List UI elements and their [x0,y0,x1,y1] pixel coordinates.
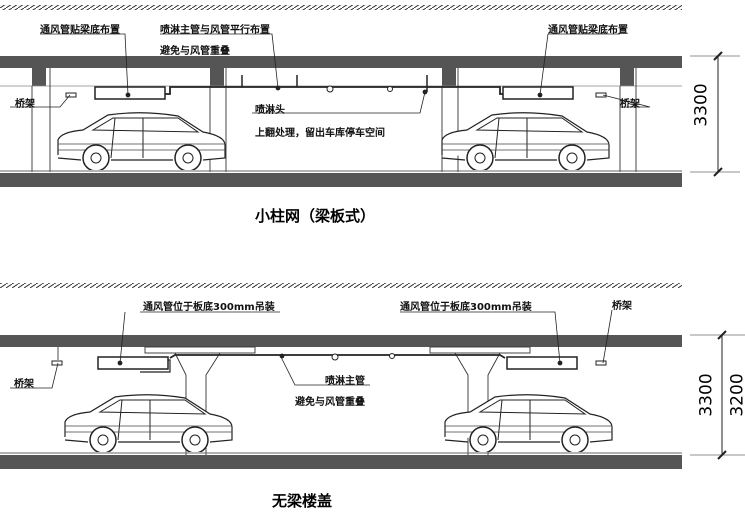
label-avoid-b: 避免与风管重叠 [295,397,365,408]
top-floor [0,173,682,187]
bottom-floor [0,455,682,469]
label-raise: 上翻处理，留出车库停车空间 [255,128,385,139]
label-sprinkler-main: 喷淋主管与风管平行布置 [160,25,270,36]
bottom-section [0,283,745,469]
top-leaders [10,33,651,114]
car [57,111,226,170]
label-duct-right-b: 通风管位于板底300mm吊装 [400,302,532,313]
label-sprinkler-main-b: 喷淋主管 [325,376,365,387]
bottom-leaders [10,309,613,389]
car [444,393,613,452]
top-dimension-line [690,51,740,177]
dimension-3300-bottom: 3300 [696,373,717,417]
label-duct-right: 通风管贴梁底布置 [548,25,628,36]
top-hatch [0,5,682,10]
bottom-hatch [0,283,682,288]
duct-left [94,86,166,100]
sprinkler-pipe [165,86,503,95]
top-beams [32,68,634,86]
label-tray-right-b: 桥架 [612,301,632,312]
duct-left-b [97,356,169,370]
bottom-slab [0,335,682,347]
label-tray-left-b: 桥架 [14,379,34,390]
label-avoid: 避免与风管重叠 [160,46,230,57]
label-tray-right: 桥架 [620,99,640,110]
top-section [0,5,740,187]
label-duct-left-b: 通风管位于板底300mm吊装 [143,302,275,313]
duct-right-b [506,356,578,370]
dimension-3300-top: 3300 [691,83,712,127]
label-sprinkler-head: 喷淋头 [255,105,285,116]
caption-top: 小柱网（梁板式） [255,207,376,225]
caption-bottom: 无梁楼盖 [272,492,333,510]
label-duct-left: 通风管贴梁底布置 [40,25,120,36]
duct-right [502,86,574,100]
car [441,111,610,170]
label-tray-left: 桥架 [15,99,35,110]
bottom-dimension-line [690,330,745,460]
dimension-3200-bottom: 3200 [727,373,745,417]
top-slab [0,56,682,68]
